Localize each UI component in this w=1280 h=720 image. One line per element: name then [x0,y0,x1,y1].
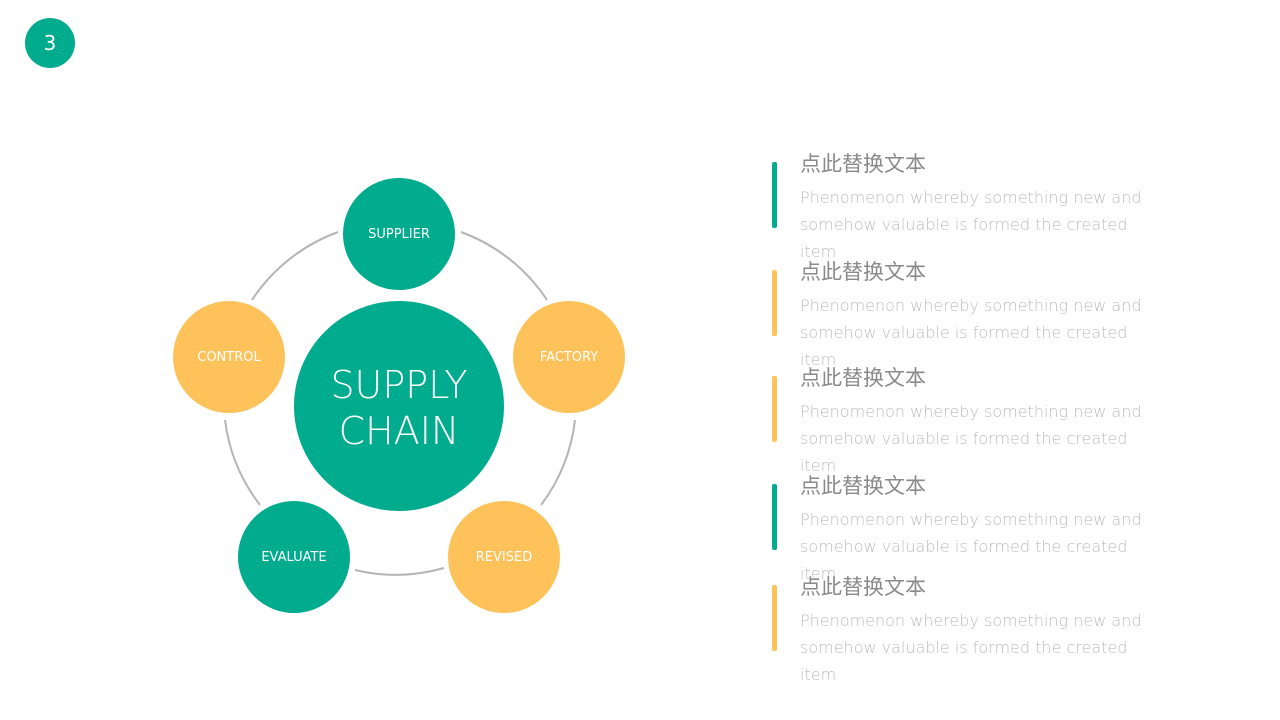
node-evaluate-label: EVALUATE [261,550,326,565]
node-revised-label: REVISED [476,550,532,565]
node-evaluate-circle [236,499,352,615]
ring-arc-revised-evaluate [354,567,445,576]
list-item-title: 点此替换文本 [800,152,926,176]
center-circle [292,299,506,513]
node-control: CONTROL [171,299,287,415]
list-item-description: Phenomenon whereby something new and som… [800,611,1142,684]
list-item-accent-bar [772,270,777,336]
node-control-label: CONTROL [197,350,261,365]
ring-arc-evaluate-control [224,419,261,506]
node-revised: REVISED [446,499,562,615]
node-revised-circle [446,499,562,615]
node-supplier-label: SUPPLIER [368,227,430,242]
supply-chain-diagram: SUPPLY CHAIN SUPPLIER FACTORY REVISED EV… [171,176,627,615]
list-item-description: Phenomenon whereby something new and som… [800,510,1142,583]
node-factory-label: FACTORY [540,350,598,365]
page-number: 3 [43,31,57,55]
center-title-line1: SUPPLY [330,363,467,407]
ring-arc-control-supplier [251,231,339,301]
list-item: 点此替换文本 Phenomenon whereby something new … [772,256,1172,369]
list-item: 点此替换文本 Phenomenon whereby something new … [772,148,1172,261]
page-number-badge: 3 [25,18,75,68]
list-item-description: Phenomenon whereby something new and som… [800,188,1142,261]
node-supplier: SUPPLIER [341,176,457,292]
list-item-title: 点此替换文本 [800,474,926,498]
center-title-line2: CHAIN [339,409,460,453]
node-control-circle [171,299,287,415]
list-item-accent-bar [772,376,777,442]
list-item-description: Phenomenon whereby something new and som… [800,402,1142,475]
list-item: 点此替换文本 Phenomenon whereby something new … [772,362,1172,475]
list-item-description: Phenomenon whereby something new and som… [800,296,1142,369]
node-supplier-circle [341,176,457,292]
node-factory: FACTORY [511,299,627,415]
node-evaluate: EVALUATE [236,499,352,615]
list-item-accent-bar [772,585,777,651]
ring-arc-supplier-factory [460,231,548,301]
list-item-title: 点此替换文本 [800,366,926,390]
list-item-accent-bar [772,162,777,228]
list-item-title: 点此替换文本 [800,260,926,284]
list-item-accent-bar [772,484,777,550]
list-item-title: 点此替换文本 [800,575,926,599]
list-item: 点此替换文本 Phenomenon whereby something new … [772,571,1172,684]
node-factory-circle [511,299,627,415]
ring-arc-factory-revised [540,419,576,506]
list-item: 点此替换文本 Phenomenon whereby something new … [772,470,1172,583]
